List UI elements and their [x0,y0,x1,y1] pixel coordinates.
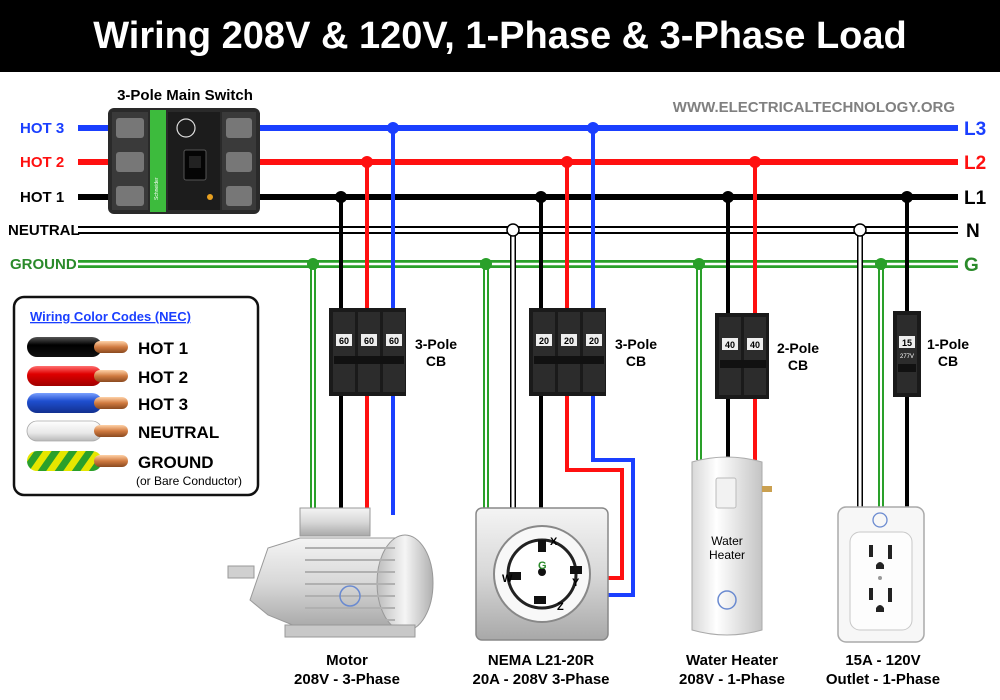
breaker-label-line2: CB [626,353,646,369]
breaker-rating: 20 [564,336,574,346]
label-hot1: HOT 1 [20,189,64,206]
legend-wire-hot2: HOT 2 [27,366,188,387]
terminal-z: Z [557,601,564,613]
breaker-label-line2: CB [938,353,958,369]
legend-wire-hot1: HOT 1 [27,337,188,358]
duplex-outlet [837,506,925,643]
label-hot2: HOT 2 [20,154,64,171]
breaker-rating: 60 [389,336,399,346]
website-label: WWW.ELECTRICALTECHNOLOGY.ORG [673,99,955,116]
main-switch-label: 3-Pole Main Switch [117,87,253,104]
tank-text-2: Heater [709,548,745,562]
legend-ground-note: (or Bare Conductor) [136,474,242,488]
motor [227,507,434,638]
load-name-nema: NEMA L21-20R [488,652,594,669]
breaker-rating: 60 [339,336,349,346]
terminal-g: G [538,560,547,572]
breaker-rating: 20 [589,336,599,346]
breaker-2pole-40a: 40 40 2-Pole CB [715,313,819,399]
breaker-3pole-20a: 20 20 20 3-Pole CB [529,308,657,396]
svg-text:Schneider: Schneider [154,177,160,200]
nema-receptacle: X Y Z W G [475,507,609,641]
water-heater: Water Heater [691,456,772,636]
label-n: N [966,221,980,242]
breaker-rating: 40 [750,340,760,350]
label-g: G [964,255,979,276]
load-spec-motor: 208V - 3-Phase [294,671,400,688]
load-name-outlet: 15A - 120V [845,652,920,669]
terminal-x: X [550,536,558,548]
label-neutral: NEUTRAL [8,222,80,239]
breaker-label-line2: CB [426,353,446,369]
right-line-labels: L3 L2 L1 N G [964,119,987,276]
load-name-water-heater: Water Heater [686,652,778,669]
legend-title: Wiring Color Codes (NEC) [30,309,191,324]
legend-wire-hot3: HOT 3 [27,393,188,414]
breaker-sublabel: 277V [900,354,914,360]
wiring-diagram: 3-Pole Main Switch Schneider HOT 3 HOT 2… [8,87,987,688]
breaker-rating: 20 [539,336,549,346]
tank-text-1: Water [711,534,743,548]
left-line-labels: HOT 3 HOT 2 HOT 1 NEUTRAL GROUND [8,120,80,273]
label-l3: L3 [964,119,986,140]
load-spec-outlet: Outlet - 1-Phase [826,671,940,688]
load-spec-nema: 20A - 208V 3-Phase [472,671,609,688]
legend: Wiring Color Codes (NEC) HOT 1 HOT 2 HOT… [12,295,260,497]
legend-item-hot1: HOT 1 [138,339,188,358]
breaker-label-line2: CB [788,357,808,373]
breaker-label-line1: 1-Pole [927,336,969,352]
breaker-label-line1: 3-Pole [415,336,457,352]
terminal-w: W [502,573,513,585]
breaker-label-line1: 2-Pole [777,340,819,356]
breaker-rating: 40 [725,340,735,350]
legend-item-neutral: NEUTRAL [138,423,219,442]
label-hot3: HOT 3 [20,120,64,137]
main-switch: 3-Pole Main Switch Schneider [108,87,260,214]
legend-item-hot2: HOT 2 [138,368,188,387]
label-l1: L1 [964,188,987,209]
load-name-motor: Motor [326,652,368,669]
breaker-1pole-15a: 15 277V 1-Pole CB [893,311,969,397]
legend-item-ground: GROUND [138,453,214,472]
breaker-label-line1: 3-Pole [615,336,657,352]
load-spec-water-heater: 208V - 1-Phase [679,671,785,688]
terminal-y: Y [572,577,580,589]
breaker-rating: 15 [902,338,912,348]
legend-item-hot3: HOT 3 [138,395,188,414]
legend-wire-neutral: NEUTRAL [26,420,219,442]
label-ground: GROUND [10,256,77,273]
breaker-3pole-60a: 60 60 60 3-Pole CB [329,308,457,396]
breaker-rating: 60 [364,336,374,346]
junction-dots [307,122,913,270]
page-title: Wiring 208V & 120V, 1-Phase & 3-Phase Lo… [0,0,1000,72]
legend-wire-ground: GROUND (or Bare Conductor) [27,451,242,488]
label-l2: L2 [964,153,986,174]
